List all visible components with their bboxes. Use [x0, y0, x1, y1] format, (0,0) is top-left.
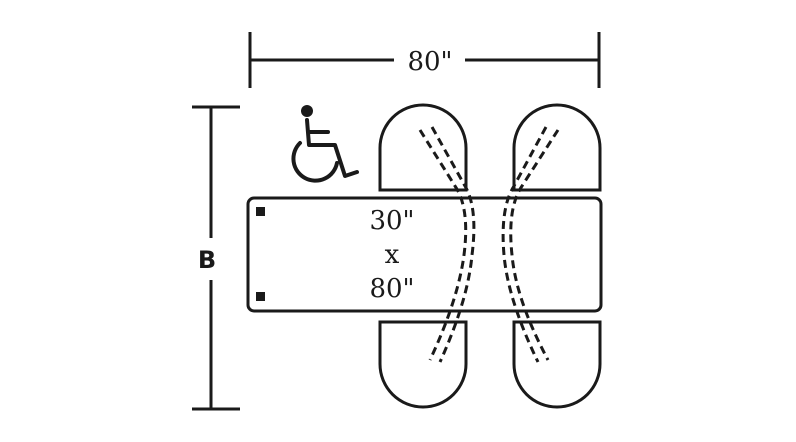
height-dimension: [192, 105, 240, 411]
seat-bottom-left: [378, 320, 468, 409]
wheelchair-icon: [291, 105, 359, 183]
corner-marker-bottom: [256, 292, 265, 301]
table-size-line1: 30": [369, 206, 414, 236]
table-size-line3: 80": [369, 274, 414, 304]
seat-bottom-right: [512, 320, 602, 409]
support-left-b: [430, 126, 476, 363]
support-left-a: [418, 129, 468, 361]
width-dimension: [248, 32, 601, 88]
table-supports: [418, 126, 560, 363]
width-label: 80": [407, 47, 452, 77]
height-label: B: [198, 246, 216, 274]
corner-marker-top: [256, 207, 265, 216]
seat-top-right: [512, 103, 602, 192]
support-right-b: [501, 126, 548, 363]
table-top: [246, 196, 603, 313]
seat-top-left: [378, 103, 468, 192]
table-size-line2: x: [385, 240, 400, 270]
support-right-a: [509, 129, 560, 361]
